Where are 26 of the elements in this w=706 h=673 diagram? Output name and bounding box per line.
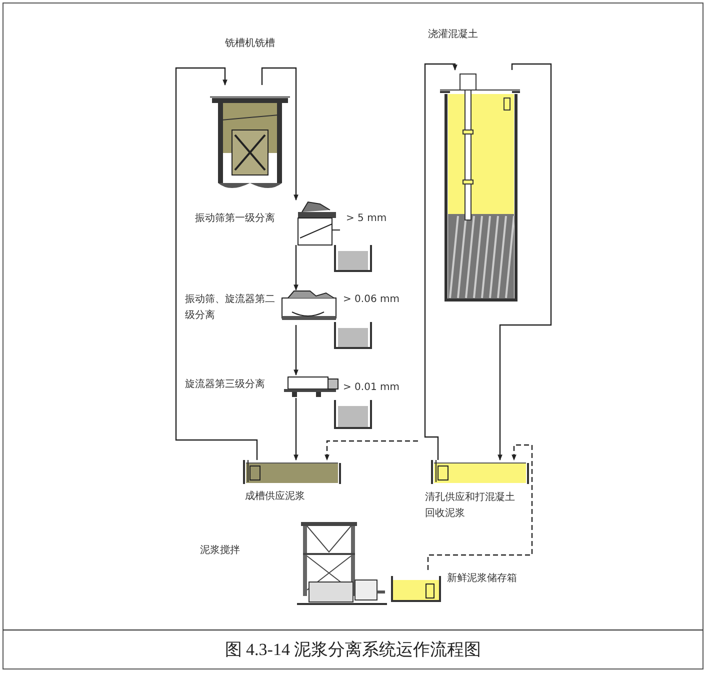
arrow bbox=[294, 398, 298, 461]
heading: 浇灌混凝土 bbox=[428, 28, 479, 42]
separator-drawing bbox=[282, 375, 340, 398]
arrow bbox=[324, 440, 418, 461]
stage-label: 成槽供应泥浆 bbox=[245, 490, 306, 504]
size-label: > 5 mm bbox=[346, 212, 388, 226]
heading: 铣槽机铣槽 bbox=[225, 36, 276, 51]
arrow bbox=[175, 67, 258, 460]
slurry-tank-drawing bbox=[242, 460, 342, 484]
arrow bbox=[294, 245, 298, 291]
size-label: > 0.06 mm bbox=[343, 293, 400, 307]
caption: 图 4.3-14 泥浆分离系统运作流程图 bbox=[224, 639, 482, 661]
arrow bbox=[427, 444, 533, 570]
mixing-plant-drawing bbox=[297, 520, 387, 606]
stage-label: 振动筛第一级分离 bbox=[195, 212, 276, 226]
arrow bbox=[294, 325, 298, 376]
stage-label: 振动筛、旋流器第二级分离 bbox=[185, 292, 276, 323]
arrow bbox=[424, 63, 458, 460]
slurry-tank-drawing bbox=[430, 460, 526, 484]
stage-label: 泥浆搅拌 bbox=[200, 544, 241, 558]
stage-label: 旋流器第三级分离 bbox=[185, 378, 266, 392]
size-label: > 0.01 mm bbox=[343, 381, 400, 395]
stage-label: 新鲜泥浆储存箱 bbox=[447, 572, 518, 586]
arrow bbox=[498, 63, 552, 461]
stage-label: 清孔供应和打混凝土回收泥浆 bbox=[425, 490, 516, 521]
arrow bbox=[261, 67, 298, 201]
